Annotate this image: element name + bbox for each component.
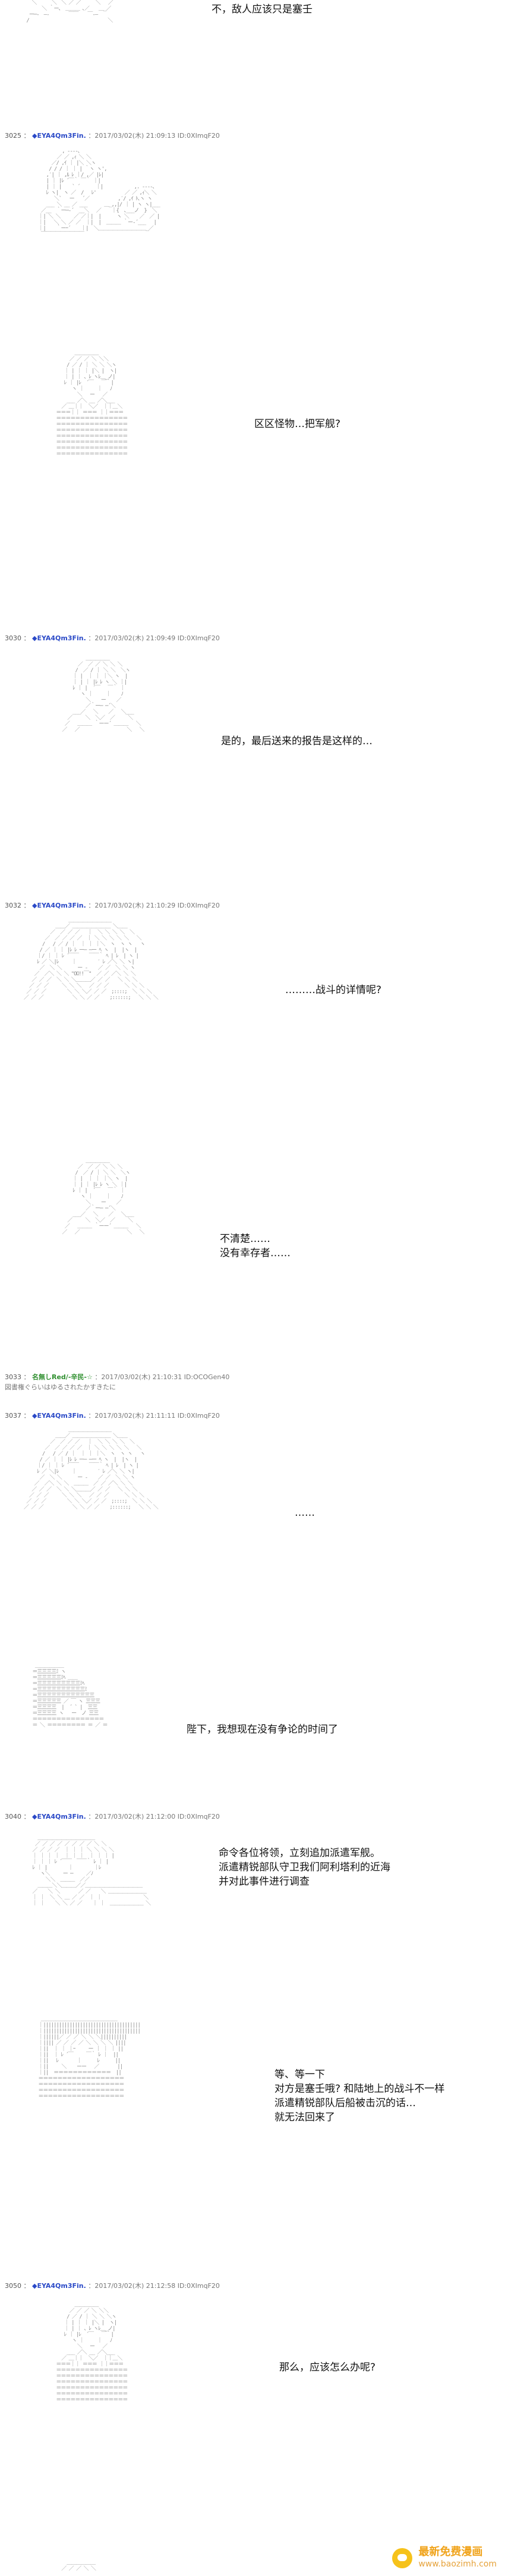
ascii-art: ＿＿＿＿＿ ／ ／ ／ ＼ ＼＼ / ／ / ｜ ＼ ＼ ＼ヽ ｜ | ｜ ｜ …	[56, 350, 128, 457]
post-meta: ：2017/03/02(木) 21:11:11 ID:0XImqF20	[88, 1412, 220, 1420]
speech-bubble-text: 区区怪物…把军舰?	[254, 418, 341, 430]
post-number: 3040	[5, 1813, 21, 1820]
post-number: 3033	[5, 1373, 21, 1381]
post-header: 3025 ： ◆EYA4Qm3Fin. ：2017/03/02(木) 21:09…	[5, 132, 220, 140]
ascii-art: ＿＿＿＿＿ ／ ／ ／ ＼ ＼ ＼ / ／ / ｜ ＼ ＼ ＼ヽ ｜ | ｜ ｜…	[62, 656, 144, 733]
poster-name[interactable]: ◆EYA4Qm3Fin.	[32, 132, 86, 140]
post-meta: ：2017/03/02(木) 21:10:29 ID:0XImqF20	[88, 902, 220, 909]
speech-bubble-text: 不清楚…… 没有幸存者……	[220, 1233, 291, 1259]
ascii-art: ＿＿＿＿＿＿ ＝三三三三ﾐ ヽ ＝三三三三三ﾐﾍ ＿＿ ＝三三三三三三三三三ﾐﾍ…	[32, 1663, 108, 1728]
poster-name[interactable]: ◆EYA4Qm3Fin.	[32, 634, 86, 642]
post-header: 3040 ： ◆EYA4Qm3Fin. ：2017/03/02(木) 21:12…	[5, 1813, 220, 1820]
baozi-mascot-icon	[392, 2548, 413, 2568]
speech-bubble-text: ……	[295, 1507, 315, 1519]
post-meta: ：2017/03/02(木) 21:12:58 ID:0XImqF20	[88, 2282, 220, 2290]
poster-name[interactable]: ◆EYA4Qm3Fin.	[32, 1813, 86, 1820]
post-header: 3033 ： 名無しRed/-辛民-☆ ：2017/03/02(木) 21:10…	[5, 1373, 230, 1391]
post-meta: ：2017/03/02(木) 21:10:31 ID:OCOGen40	[94, 1373, 230, 1381]
speech-bubble-text: 陛下，我想现在没有争论的时间了	[187, 1724, 338, 1736]
watermark-title: 最新免费漫画	[418, 2546, 483, 2558]
ascii-art: ＿＿＿＿＿＿＿＿＿ ＿＿／ ＿＿＿＿＿＿＿＿ ＼＿＿ ／ ／ ／ ／ ｜ ＼ ＼…	[24, 918, 159, 1001]
post-number: 3025	[5, 132, 21, 140]
post-header: 3037 ： ◆EYA4Qm3Fin. ：2017/03/02(木) 21:11…	[5, 1412, 220, 1420]
watermark-url: www.baozimh.com	[418, 2559, 497, 2569]
speech-bubble-text: 等、等一下 对方是塞壬哦? 和陆地上的战斗不一样 派遣精锐部队后船被击沉的话… …	[274, 2069, 445, 2123]
speech-bubble-text: ………战斗的详情呢?	[285, 984, 382, 996]
ascii-art: , -‐‐-､ ／ ／ ,ｨ ＼ ＼ ／/ ,ｲ ｜ |＼ ＼ヽ / / / ｜…	[38, 148, 160, 238]
speech-bubble-text: 是的，最后送来的报告是这样的…	[221, 735, 373, 747]
post-meta: ：2017/03/02(木) 21:09:13 ID:0XImqF20	[88, 132, 220, 140]
ascii-art: ＿＿＿＿＿ ／ ／ ／ ＼ ＼ ＼ / ／ / ｜ ＼ ＼ ＼ヽ ｜ | ｜ ｜…	[62, 1158, 144, 1235]
ascii-art: ＿＿＿＿＿＿＿＿＿ ＿＿／ ＿＿＿＿＿＿＿＿ ＼＿＿ ／ ／ ／ ／ ｜ ＼ ＼…	[24, 1427, 159, 1510]
poster-name[interactable]: ◆EYA4Qm3Fin.	[32, 2282, 86, 2290]
post-number: 3037	[5, 1412, 21, 1420]
speech-bubble-text: 命令各位将领，立刻追加派遣军舰。 派遣精锐部队守卫我们阿利塔利的近海 并对此事件…	[219, 1847, 390, 1888]
post-number: 3032	[5, 902, 21, 909]
post-number: 3030	[5, 634, 21, 642]
post-meta: ：2017/03/02(木) 21:12:00 ID:0XImqF20	[88, 1813, 220, 1820]
poster-name[interactable]: ◆EYA4Qm3Fin.	[32, 1412, 86, 1420]
poster-name[interactable]: 名無しRed/-辛民-☆	[32, 1373, 93, 1381]
ascii-art: ＿＿＿＿＿＿＿＿＿＿＿＿ ／ ／ ／ ／ ／ ／ ／ ／ ＼ ＼ ／ ／ ／ ／…	[32, 1835, 151, 1907]
speech-bubble-text: 不，敌人应该只是塞壬	[212, 4, 313, 15]
site-watermark[interactable]: 最新免费漫画 www.baozimh.com	[392, 2546, 497, 2570]
post-body-text: 図書権ぐらいはゆるされたかすきたに	[5, 1383, 116, 1391]
speech-bubble-text: 那么，应该怎么办呢?	[279, 2362, 376, 2373]
post-meta: ：2017/03/02(木) 21:09:49 ID:0XImqF20	[88, 634, 220, 642]
ascii-art: ＿＿＿＿＿＿＿＿＿＿＿＿＿＿＿＿ ｜||||||||||||||||||||||…	[38, 2016, 140, 2100]
poster-name[interactable]: ◆EYA4Qm3Fin.	[32, 902, 86, 909]
ascii-art: ＿＿＿＿＿ ／ ／ ／ ＼ ＼＼ / ／ / ｜ ＼ ＼ ＼ヽ ｜ | ｜ ｜ …	[56, 2302, 128, 2403]
post-number: 3050	[5, 2282, 21, 2290]
ascii-art: ＿＿＿＿＿＿ ／ ／ ／ ＼ ＼	[61, 2560, 96, 2572]
post-header: 3032 ： ◆EYA4Qm3Fin. ：2017/03/02(木) 21:10…	[5, 902, 220, 909]
ascii-art: ＼ ＼ ＼ ／ ／ ＼ ／ ＼ ｀ー､ ＿＿＿ ､／ ＿_／ ー─‐ ―‐ ￣￣…	[26, 0, 113, 24]
post-header: 3030 ： ◆EYA4Qm3Fin. ：2017/03/02(木) 21:09…	[5, 634, 220, 642]
post-header: 3050 ： ◆EYA4Qm3Fin. ：2017/03/02(木) 21:12…	[5, 2282, 220, 2290]
